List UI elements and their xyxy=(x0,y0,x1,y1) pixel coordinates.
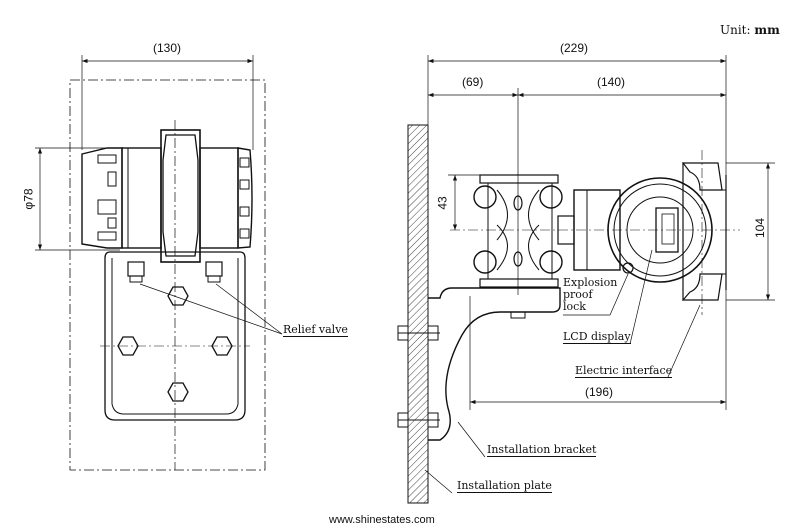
dim-140: (140) xyxy=(597,75,626,89)
side-view xyxy=(397,55,775,504)
explosion-proof-lock-label-2: proof xyxy=(563,288,593,301)
explosion-proof-lock-label-3: lock xyxy=(563,300,586,313)
dim-196: (196) xyxy=(585,385,614,399)
installation-bracket-label: Installation bracket xyxy=(487,443,597,457)
dim-229: (229) xyxy=(560,41,589,55)
front-view xyxy=(35,55,283,471)
lcd-display-label: LCD display xyxy=(563,330,631,344)
website-footer: www.shinestates.com xyxy=(329,514,435,526)
relief-valve-label: Relief valve xyxy=(283,323,348,337)
installation-plate xyxy=(407,124,429,504)
dim-130: (130) xyxy=(153,41,182,55)
installation-bracket xyxy=(428,287,561,441)
dim-104: 104 xyxy=(753,217,768,239)
dim-43: 43 xyxy=(435,196,450,210)
dim-diameter-78: φ78 xyxy=(21,188,36,210)
dim-69: (69) xyxy=(462,75,484,89)
unit-label-text: Unit: xyxy=(720,23,751,37)
electric-interface-label: Electric interface xyxy=(575,364,673,378)
explosion-proof-lock-label-1: Explosion xyxy=(563,276,618,289)
unit-label: Unit: mm xyxy=(720,24,780,36)
unit-value: mm xyxy=(754,23,780,37)
installation-plate-label: Installation plate xyxy=(457,479,552,493)
